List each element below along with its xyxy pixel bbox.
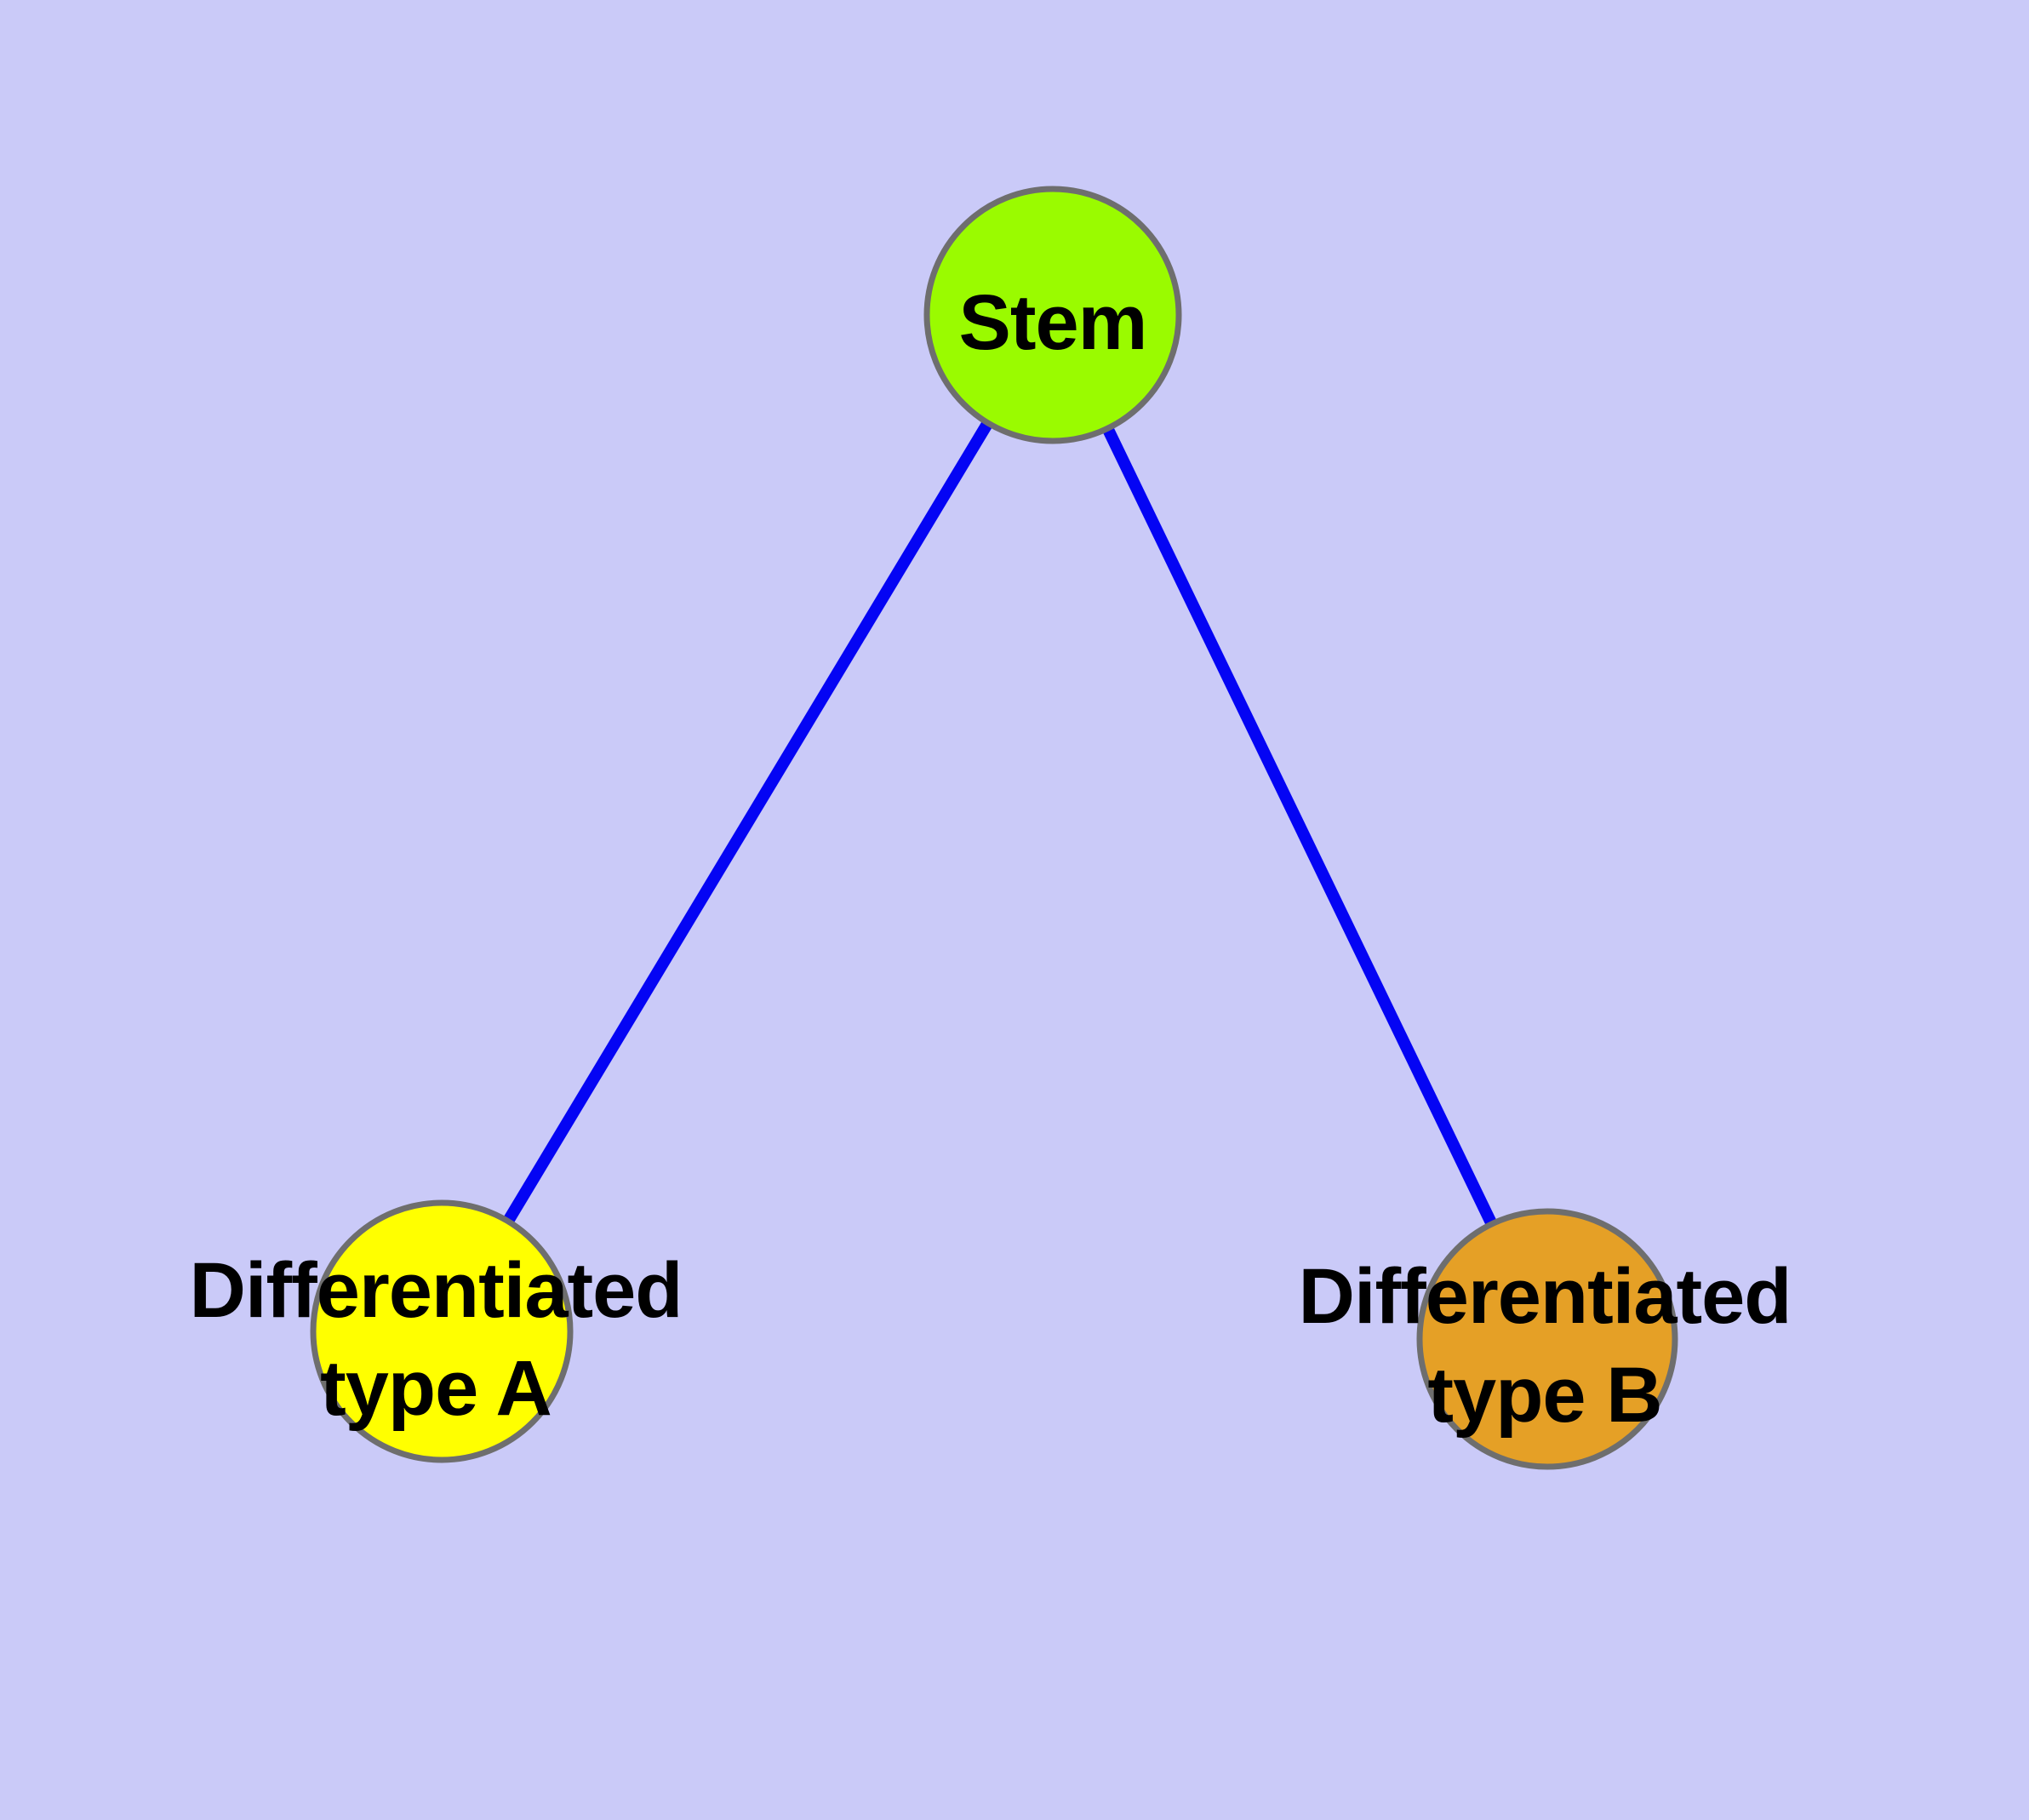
edge-stem-to-type-b [1047, 312, 1553, 1342]
node-type-b-label-line2: type B [1427, 1352, 1661, 1439]
edge-stem-to-type-a [437, 312, 1058, 1335]
node-type-a-label-line1: Differentiated [190, 1247, 683, 1334]
node-type-b-label-line1: Differentiated [1299, 1253, 1792, 1340]
node-stem-label: Stem [959, 279, 1147, 366]
node-stem [923, 186, 1182, 444]
node-differentiated-type-a [310, 1199, 574, 1463]
node-differentiated-type-b [1416, 1208, 1678, 1470]
node-type-a-label-line2: type A [320, 1345, 552, 1432]
